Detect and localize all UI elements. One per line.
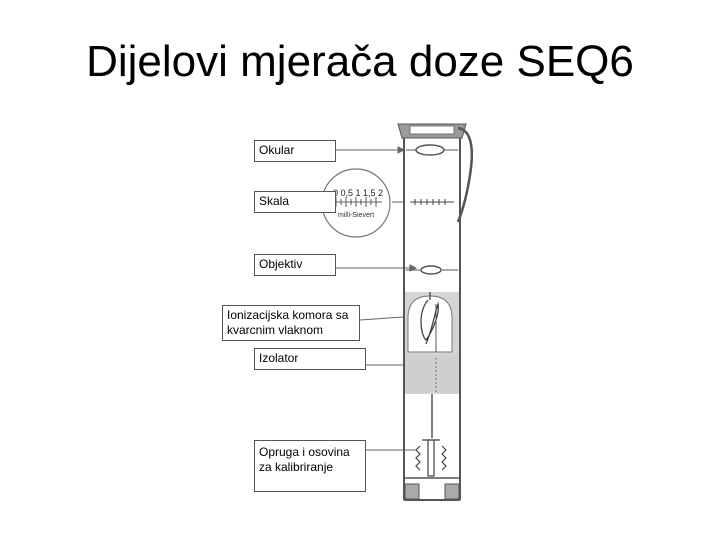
ionization-chamber (405, 292, 459, 394)
dial-unit-text: milli-Sievert (338, 212, 374, 219)
label-ionization-chamber: Ionizacijska komora sa kvarcnim vlaknom (222, 305, 360, 341)
tube-body (403, 130, 461, 501)
label-okular: Okular (254, 140, 336, 162)
label-spring-shaft: Opruga i osovina za kalibriranje (254, 440, 366, 492)
quartz-fiber (420, 299, 439, 345)
end-cap (404, 483, 460, 500)
objective-lens (420, 265, 442, 275)
eyepiece-cap (397, 123, 467, 139)
label-skala: Skala (254, 191, 336, 213)
eyepiece-lens (415, 144, 445, 156)
tube-scale (410, 199, 454, 205)
pocket-clip (456, 126, 474, 223)
slide-title: Dijelovi mjerača doze SEQ6 (86, 37, 634, 86)
label-objektiv: Objektiv (254, 254, 336, 276)
dial-scale-text: 0 0,5 1 1,5 2 (333, 188, 383, 198)
dial-ticks (334, 197, 382, 207)
label-insulator: Izolator (254, 348, 366, 370)
calibration-spring (415, 439, 447, 477)
